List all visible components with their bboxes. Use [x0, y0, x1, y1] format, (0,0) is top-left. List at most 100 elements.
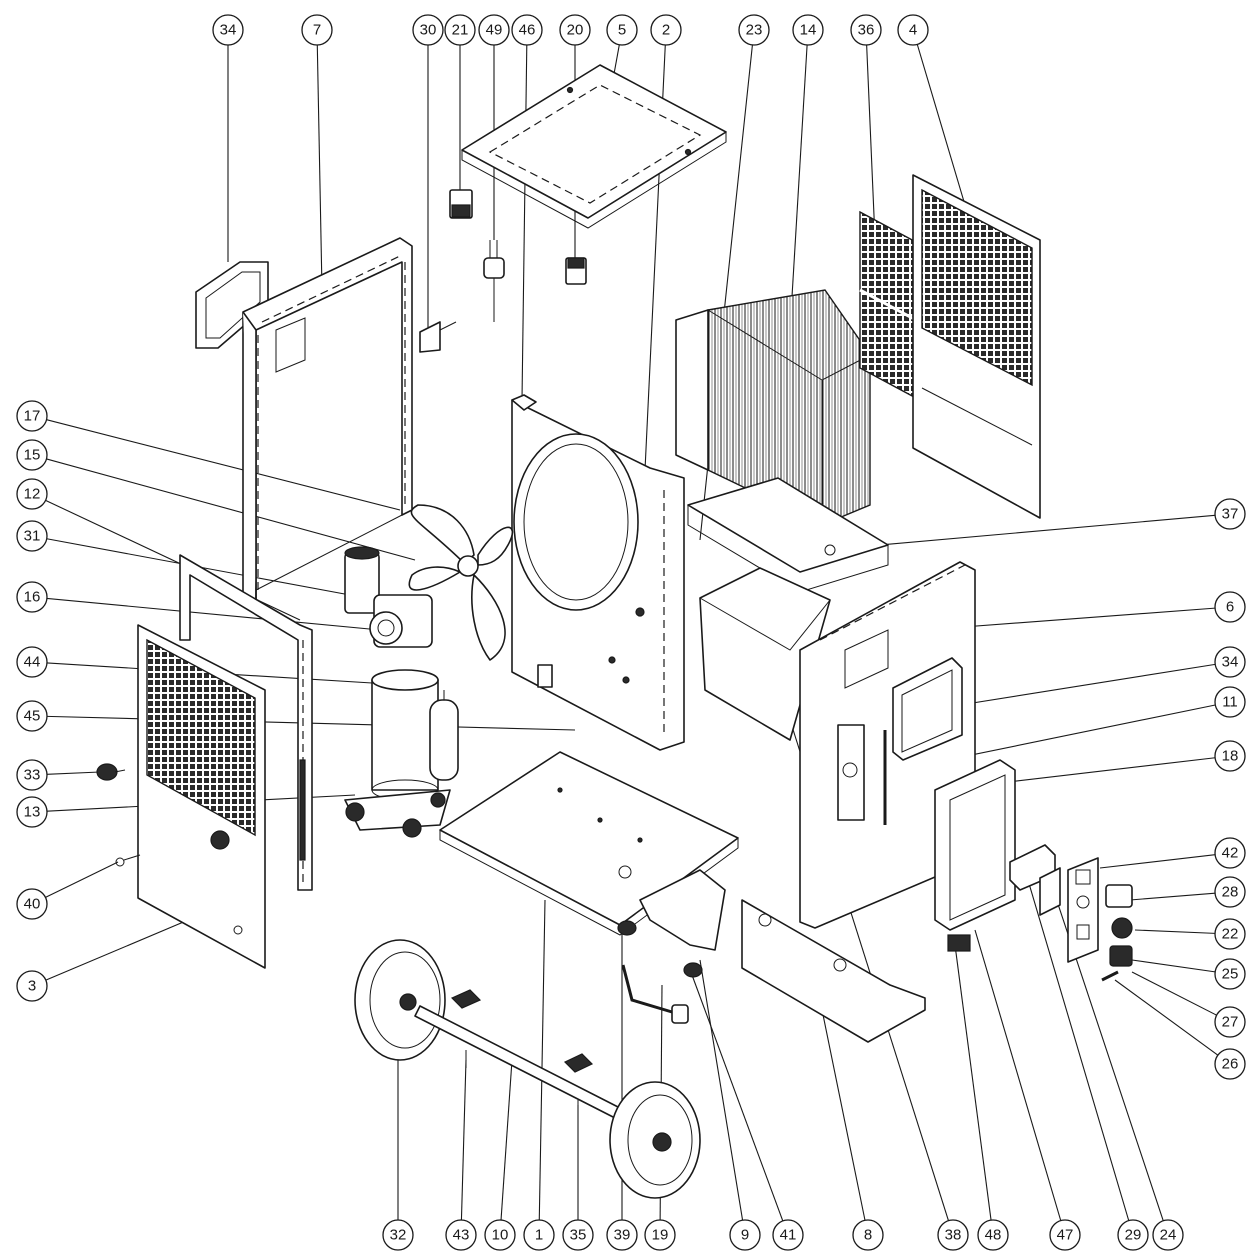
callout-number: 1 [535, 1227, 543, 1244]
callout-circle [478, 14, 510, 46]
callout-circle [445, 1219, 477, 1251]
callout-3: 3 [16, 970, 48, 1002]
callout-45: 45 [16, 700, 48, 732]
part-13-compressor [344, 669, 459, 838]
part-2-fan-shroud-panel [511, 394, 685, 751]
callout-number: 42 [1222, 845, 1239, 862]
leader-line-48 [954, 944, 992, 1221]
part-14-evaporator-coil [675, 289, 871, 526]
part-1-base-plate [439, 751, 739, 936]
callout-circle [937, 1219, 969, 1251]
callout-circle [977, 1219, 1009, 1251]
callout-number: 35 [570, 1227, 587, 1244]
part-3-front-panel [137, 624, 266, 969]
callout-39: 39 [606, 1219, 638, 1251]
part-21-relay [449, 189, 473, 219]
callout-circle [772, 1219, 804, 1251]
callout-number: 16 [24, 589, 41, 606]
callout-number: 39 [614, 1227, 631, 1244]
part-40-screw [115, 854, 141, 867]
callout-15: 15 [16, 439, 48, 471]
callout-number: 4 [909, 22, 917, 39]
part-22-knob [1111, 917, 1133, 939]
callout-circle [850, 14, 882, 46]
part-32-wheel-left [354, 939, 446, 1061]
callout-number: 34 [1222, 654, 1239, 671]
callout-number: 24 [1160, 1227, 1177, 1244]
callout-43: 43 [445, 1219, 477, 1251]
callout-circle [484, 1219, 516, 1251]
part-35-clip [563, 1053, 594, 1122]
callout-48: 48 [977, 1219, 1009, 1251]
callout-circle [897, 14, 929, 46]
callout-37: 37 [1214, 498, 1246, 530]
callout-number: 40 [24, 896, 41, 913]
leader-lines [45, 44, 1219, 1222]
leader-line-14 [789, 44, 808, 331]
part-26-screw [1101, 970, 1119, 982]
callout-1: 1 [523, 1219, 555, 1251]
callout-circle [444, 14, 476, 46]
callout-circle [1214, 740, 1246, 772]
part-19-power-cord [621, 964, 689, 1024]
callout-35: 35 [562, 1219, 594, 1251]
callout-number: 41 [780, 1227, 797, 1244]
part-12-front-frame [179, 554, 313, 891]
callout-circle [650, 14, 682, 46]
leader-line-18 [1007, 757, 1216, 783]
callout-circle [16, 439, 48, 471]
callout-49: 49 [478, 14, 510, 46]
callout-number: 14 [800, 22, 817, 39]
part-16-fan-motor [369, 594, 433, 648]
callout-number: 34 [220, 22, 237, 39]
callout-46: 46 [511, 14, 543, 46]
leader-line-9 [699, 959, 744, 1221]
callout-27: 27 [1214, 1006, 1246, 1038]
callout-circle [382, 1219, 414, 1251]
part-39-foot [617, 920, 637, 936]
callout-number: 25 [1222, 966, 1239, 983]
callout-20: 20 [559, 14, 591, 46]
callout-circle [729, 1219, 761, 1251]
callout-number: 36 [858, 22, 875, 39]
callout-number: 49 [486, 22, 503, 39]
leader-line-43 [460, 1059, 467, 1221]
callout-circle [1117, 1219, 1149, 1251]
callout-number: 30 [420, 22, 437, 39]
callout-number: 46 [519, 22, 536, 39]
callout-number: 22 [1222, 926, 1239, 943]
callout-circle [412, 14, 444, 46]
callout-30: 30 [412, 14, 444, 46]
callout-circle [16, 400, 48, 432]
leader-line-33 [46, 771, 101, 775]
callout-circle [792, 14, 824, 46]
callout-11: 11 [1214, 686, 1246, 718]
callout-number: 17 [24, 408, 41, 425]
callout-19: 19 [644, 1219, 676, 1251]
callout-circle [1214, 1048, 1246, 1080]
leader-line-27 [1131, 971, 1217, 1016]
part-48-terminal [947, 934, 971, 952]
leader-line-34 [959, 663, 1216, 706]
callout-circle [511, 14, 543, 46]
callout-9: 9 [729, 1219, 761, 1251]
callout-number: 13 [24, 804, 41, 821]
part-8-bottom-side-panel [741, 899, 926, 1043]
callout-number: 27 [1222, 1014, 1239, 1031]
callout-41: 41 [772, 1219, 804, 1251]
callout-10: 10 [484, 1219, 516, 1251]
part-29-board [1039, 867, 1061, 916]
callout-circle [16, 646, 48, 678]
callout-circle [1214, 958, 1246, 990]
leader-line-6 [949, 607, 1216, 629]
part-32-wheel-right [609, 1081, 701, 1199]
callout-number: 6 [1226, 599, 1234, 616]
part-5-top-cover [461, 64, 727, 229]
callout-17: 17 [16, 400, 48, 432]
leader-line-4 [916, 44, 966, 206]
part-9-bracket [639, 869, 726, 951]
leader-line-41 [691, 974, 784, 1222]
callout-circle [16, 700, 48, 732]
callout-circle [16, 888, 48, 920]
